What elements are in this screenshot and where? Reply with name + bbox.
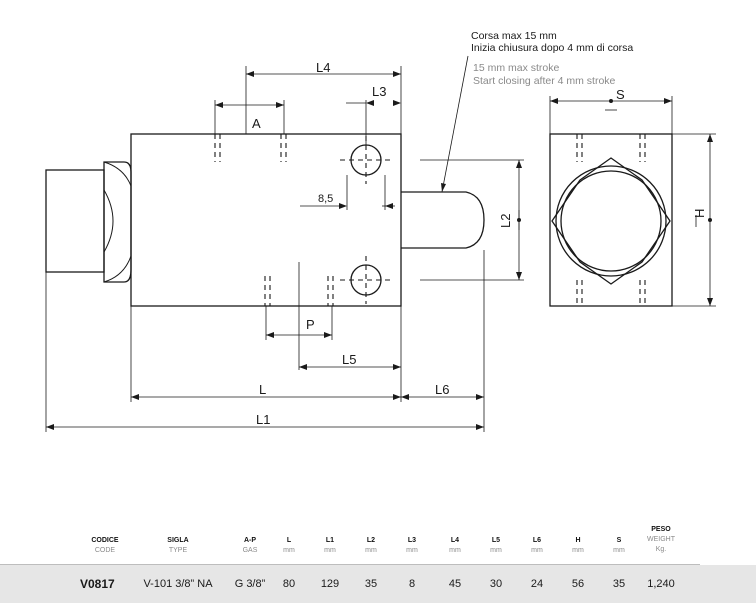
table-header-cell: PESO WEIGHT Kg. <box>636 525 686 555</box>
dim-label-L1: L1 <box>256 412 270 427</box>
header-label: L <box>286 537 292 544</box>
header-label: WEIGHT <box>647 536 675 543</box>
header-label: H <box>575 537 581 544</box>
table-cell: 30 <box>489 578 503 590</box>
header-label: SIGLA <box>167 537 189 544</box>
header-sublabel: mm <box>406 547 418 554</box>
dim-label-S: S <box>616 87 625 102</box>
header-label: L6 <box>532 537 542 544</box>
header-sublabel: mm <box>365 547 377 554</box>
header-sublabel: mm <box>490 547 502 554</box>
dim-label-hole: 8,5 <box>318 193 333 205</box>
port-outer-circle <box>555 165 667 277</box>
dim-label-P: P <box>306 317 315 332</box>
table-cell: 56 <box>571 578 585 590</box>
plunger <box>401 191 485 249</box>
table-header-cell: L1 mm <box>312 536 348 556</box>
dim-label-A: A <box>252 116 261 131</box>
dim-label-L2: L2 <box>498 214 513 228</box>
header-divider <box>0 564 700 565</box>
table-cell: 35 <box>364 578 378 590</box>
table-cell: 8 <box>408 578 416 590</box>
header-label: CODICE <box>91 537 119 544</box>
header-sublabel: Kg. <box>655 546 667 553</box>
header-sublabel: mm <box>531 547 543 554</box>
table-row: V0817 V-101 3/8” NA G 3/8” 80 129 35 8 45 30 24 56… <box>0 565 756 603</box>
side-view-body <box>549 133 673 307</box>
table-cell: 1,240 <box>647 578 675 590</box>
hex-outline <box>551 157 671 285</box>
port-inner-circle <box>560 170 662 272</box>
dim-label-L6: L6 <box>435 382 449 397</box>
table-header-cell: L5 mm <box>478 536 514 556</box>
table-header-cell: CODICE CODE <box>75 536 135 556</box>
note-italian-closing: Inizia chiusura dopo 4 mm di corsa <box>471 42 633 54</box>
table-cell: 24 <box>530 578 544 590</box>
dim-label-L5: L5 <box>342 352 356 367</box>
table-header-cell: L4 mm <box>437 536 473 556</box>
header-label: L4 <box>450 537 460 544</box>
table-cell: 80 <box>282 578 296 590</box>
table-cell: G 3/8” <box>234 578 266 590</box>
header-sublabel: mm <box>572 547 584 554</box>
header-sublabel: mm <box>283 547 295 554</box>
header-label-top: PESO <box>651 526 671 533</box>
header-sublabel: TYPE <box>168 547 188 554</box>
note-italian-stroke: Corsa max 15 mm <box>471 30 557 42</box>
header-sublabel: mm <box>449 547 461 554</box>
table-header-cell: L3 mm <box>394 536 430 556</box>
table-header-cell: L6 mm <box>519 536 555 556</box>
table-header-cell: A-P GAS <box>227 536 273 556</box>
header-label: L2 <box>366 537 376 544</box>
table-header-cell: L2 mm <box>353 536 389 556</box>
table-cell: 45 <box>448 578 462 590</box>
note-english-closing: Start closing after 4 mm stroke <box>473 75 616 87</box>
header-label: L3 <box>407 537 417 544</box>
header-label: A-P <box>243 537 257 544</box>
header-sublabel: mm <box>324 547 336 554</box>
note-english-stroke: 15 mm max stroke <box>473 62 560 74</box>
table-cell: 35 <box>612 578 626 590</box>
table-cell: V-101 3/8” NA <box>143 578 213 590</box>
header-sublabel: GAS <box>242 547 258 554</box>
header-label: L5 <box>491 537 501 544</box>
dim-label-L3: L3 <box>372 84 386 99</box>
dim-label-L: L <box>259 382 266 397</box>
header-label: S <box>616 537 622 544</box>
technical-drawing: L4 L3 A 8,5 L2 P L5 L L6 L1 S H Corsa ma… <box>45 30 716 432</box>
table-cell-code: V0817 <box>80 577 115 591</box>
inlet-fitting <box>45 169 105 273</box>
table-cell: 129 <box>320 578 340 590</box>
dim-label-L4: L4 <box>316 60 330 75</box>
header-sublabel: CODE <box>94 547 116 554</box>
header-label: L1 <box>325 537 335 544</box>
header-sublabel: mm <box>613 547 625 554</box>
table-header-cell: SIGLA TYPE <box>136 536 220 556</box>
dim-label-H: H <box>692 209 707 218</box>
